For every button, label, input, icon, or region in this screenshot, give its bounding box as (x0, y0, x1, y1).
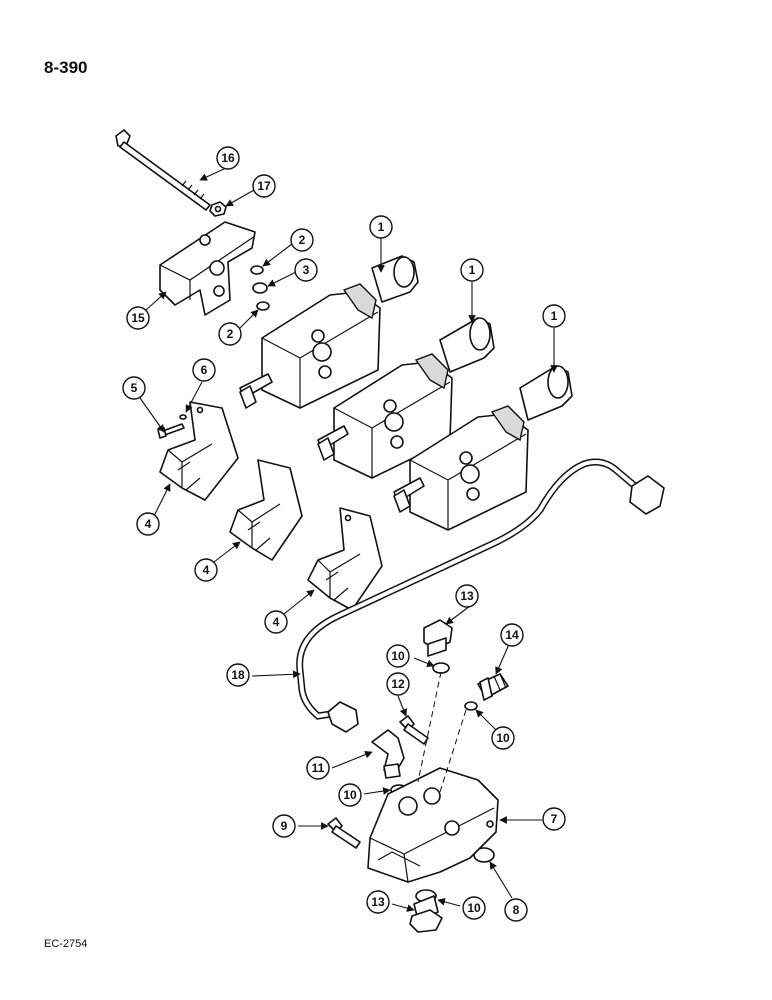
svg-text:2: 2 (299, 233, 306, 247)
callout-9: 9 (272, 814, 296, 838)
tie-bolt-nut (209, 201, 227, 217)
callout-7: 7 (542, 807, 566, 831)
callout-13-top: 13 (455, 584, 479, 608)
svg-text:1: 1 (469, 263, 476, 277)
callout-1-a: 1 (369, 215, 393, 239)
svg-text:13: 13 (371, 895, 385, 909)
callout-13-bottom: 13 (366, 890, 390, 914)
svg-text:4: 4 (203, 563, 210, 577)
page-number: 8-390 (44, 58, 88, 77)
callout-17: 17 (252, 174, 276, 198)
callout-12: 12 (386, 672, 410, 696)
bracket-screw (157, 423, 185, 439)
callout-16: 16 (216, 146, 240, 170)
callout-10-b: 10 (491, 726, 515, 750)
seal-rings-upper (250, 265, 270, 311)
mounting-bracket-3 (307, 507, 383, 611)
svg-text:17: 17 (257, 179, 271, 193)
svg-text:1: 1 (378, 220, 385, 234)
elbow-fitting (371, 729, 405, 779)
svg-text:11: 11 (312, 761, 325, 775)
callout-10-a: 10 (386, 644, 410, 668)
leader-lines (139, 167, 558, 912)
svg-text:8: 8 (513, 903, 520, 917)
svg-text:6: 6 (201, 363, 208, 377)
svg-text:18: 18 (231, 668, 245, 682)
svg-text:4: 4 (145, 517, 152, 531)
callout-5: 5 (122, 376, 146, 400)
callout-2-upper: 2 (290, 228, 314, 252)
svg-text:9: 9 (281, 819, 288, 833)
callout-4-a: 4 (136, 512, 160, 536)
cap-screw-12 (399, 715, 429, 745)
callout-10-c: 10 (338, 783, 362, 807)
figure-code: EC-2754 (44, 938, 88, 950)
callout-8: 8 (504, 898, 528, 922)
valve-section-3 (393, 365, 573, 531)
callout-4-b: 4 (194, 558, 218, 582)
callout-15: 15 (126, 306, 150, 330)
callout-14: 14 (500, 623, 524, 647)
hydraulic-pipe (296, 458, 665, 733)
mounting-bracket-2 (229, 459, 303, 561)
plug-top (423, 619, 453, 657)
callout-2-lower: 2 (218, 322, 242, 346)
manifold-block (367, 767, 499, 883)
callout-3: 3 (294, 258, 318, 282)
svg-text:10: 10 (343, 788, 357, 802)
svg-text:10: 10 (496, 731, 510, 745)
valve-section-2 (317, 317, 495, 479)
svg-text:4: 4 (273, 615, 280, 629)
callout-6: 6 (192, 358, 216, 382)
svg-text:1: 1 (551, 309, 558, 323)
seal-ring-fitting (464, 701, 478, 711)
svg-text:2: 2 (227, 327, 234, 341)
svg-text:3: 3 (303, 263, 310, 277)
seal-ring-top (432, 662, 450, 674)
callout-10-d: 10 (462, 896, 486, 920)
callout-18: 18 (226, 663, 250, 687)
callout-4-c: 4 (264, 610, 288, 634)
tie-bolt (115, 129, 211, 211)
callout-1-b: 1 (460, 258, 484, 282)
svg-text:7: 7 (551, 812, 558, 826)
svg-text:5: 5 (131, 381, 138, 395)
assembly-guide-lines (417, 671, 467, 793)
end-cover-block (159, 221, 256, 316)
svg-text:10: 10 (467, 901, 481, 915)
valve-section-1 (239, 255, 419, 409)
svg-text:10: 10 (391, 649, 405, 663)
adapter-fitting (477, 673, 509, 701)
bracket-washer (179, 414, 187, 420)
cap-screw-9 (327, 817, 361, 849)
svg-text:12: 12 (391, 677, 405, 691)
mounting-bracket-1 (159, 401, 239, 501)
svg-text:16: 16 (221, 151, 235, 165)
svg-text:14: 14 (505, 628, 519, 642)
svg-text:13: 13 (460, 589, 474, 603)
callout-1-c: 1 (542, 304, 566, 328)
svg-text:15: 15 (131, 311, 145, 325)
plug-bottom (409, 889, 443, 933)
callout-11: 11 (306, 756, 330, 780)
